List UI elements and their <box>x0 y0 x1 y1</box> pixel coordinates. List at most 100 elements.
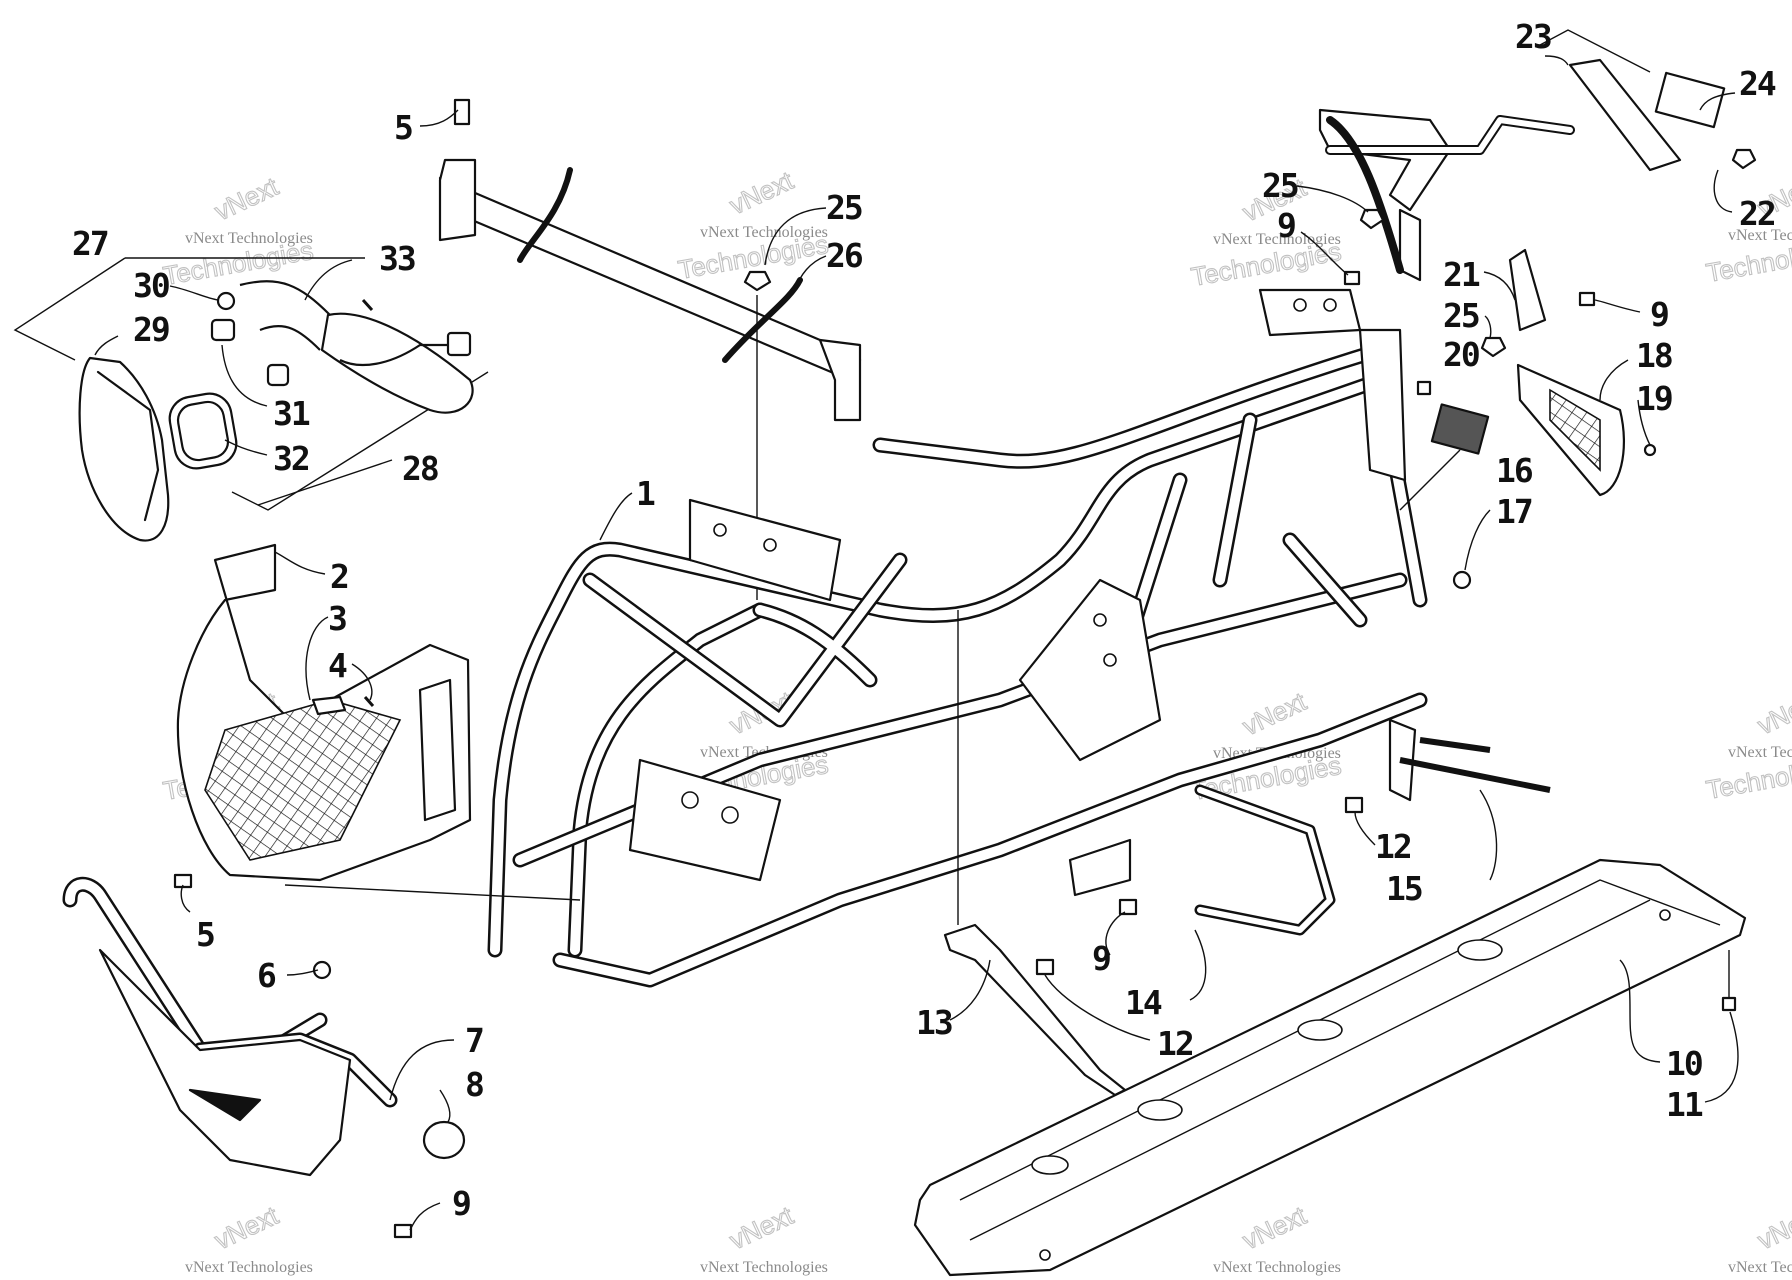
leader-26 <box>794 255 827 291</box>
skid-hole <box>1031 1155 1069 1175</box>
leader-32 <box>224 439 268 456</box>
leader-8 <box>439 1089 451 1123</box>
callout-1: 1 <box>636 474 655 513</box>
nut-25-top <box>743 270 772 292</box>
screw-19 <box>1643 443 1657 457</box>
skid-bolt-hole <box>1659 909 1671 921</box>
callout-33: 33 <box>379 239 415 278</box>
frame-rear-side-plate <box>1358 328 1407 482</box>
frame-hole <box>721 806 739 824</box>
watermark-logo: vNext <box>1753 685 1792 741</box>
mid-parts <box>943 718 1551 1097</box>
leader-12b <box>1044 974 1151 1041</box>
skid-plate <box>913 858 1747 1277</box>
clip-20 <box>1416 380 1432 396</box>
headlight-housing-edge <box>96 370 160 522</box>
callout-16: 16 <box>1496 451 1533 490</box>
callout-12b: 12 <box>1157 1024 1193 1063</box>
bulb-30 <box>216 291 236 311</box>
callout-25b: 25 <box>1262 166 1298 205</box>
clip-3 <box>311 695 347 716</box>
nut-6 <box>312 960 332 980</box>
headlight-assembly <box>13 257 489 542</box>
rack-top-rail <box>1318 108 1452 212</box>
bolt-9-mid <box>1118 898 1138 916</box>
bolt-12-mid <box>1344 796 1364 814</box>
callout-18: 18 <box>1636 336 1672 375</box>
frame-hole <box>713 523 727 537</box>
watermark-name: vNext Technologies <box>700 1259 828 1276</box>
leader-21 <box>1483 271 1516 301</box>
leader-17 <box>1464 509 1491 571</box>
callout-6: 6 <box>257 956 276 995</box>
callout-31: 31 <box>273 394 310 433</box>
leader-6 <box>286 969 319 976</box>
leader-29 <box>94 335 119 356</box>
socket-31a <box>210 318 236 342</box>
rack-plate-24 <box>1654 71 1726 129</box>
rack-right-leg <box>1508 248 1547 332</box>
callout-32: 32 <box>273 439 309 478</box>
leader-25b <box>1296 185 1369 213</box>
callout-29: 29 <box>133 310 169 349</box>
fastener-11 <box>1721 996 1737 1012</box>
watermark-logo: vNext <box>210 171 284 227</box>
leader-25c <box>1484 315 1492 339</box>
watermark-name: vNext Technologies <box>1728 744 1792 761</box>
watermark-logo: vNext <box>725 165 799 221</box>
leader-19 <box>1637 399 1651 446</box>
bumper-logo-mark <box>188 1088 262 1122</box>
watermark-logo: vNext <box>725 1200 799 1256</box>
callout-8: 8 <box>465 1065 483 1104</box>
watermark: vNext vNext Technologies <box>185 1199 313 1276</box>
callout-11: 11 <box>1666 1085 1703 1124</box>
leader-1 <box>599 492 633 541</box>
bolt-9-rack-left <box>1343 270 1361 286</box>
callout-27: 27 <box>72 224 108 263</box>
right-mount-bracket <box>818 338 862 422</box>
callout-15: 15 <box>1386 869 1422 908</box>
rods-15 <box>1399 737 1551 793</box>
leader-9c <box>1594 299 1641 313</box>
watermark-logo: vNext <box>1753 1200 1792 1256</box>
watermark-name: vNext Technologies <box>185 1259 313 1276</box>
callout-28: 28 <box>402 449 438 488</box>
watermark-name: vNext Technologies <box>1213 1259 1341 1276</box>
watermark-name: vNext Technologies <box>1213 231 1341 248</box>
callout-25c: 25 <box>1443 296 1479 335</box>
skid-plate-body <box>913 858 1747 1277</box>
frame-hole <box>1093 613 1107 627</box>
callout-21: 21 <box>1443 255 1480 294</box>
leader-4 <box>351 663 373 701</box>
callout-26: 26 <box>826 236 863 275</box>
rack-bracket-23 <box>1568 58 1682 172</box>
watermark-name: vNext Technologies <box>700 224 828 241</box>
callout-9c: 9 <box>1650 295 1668 334</box>
leader-31 <box>221 344 268 407</box>
watermark: vNext vNext Technologies <box>700 1199 828 1276</box>
frame-hole <box>1293 298 1307 312</box>
frame-front-lower-plate <box>628 758 782 882</box>
watermark-name: vNext Technologies <box>185 230 313 247</box>
front-skid-plate <box>173 543 472 889</box>
callout-5: 5 <box>394 108 412 147</box>
callout-19: 19 <box>1636 379 1672 418</box>
callout-20: 20 <box>1443 335 1479 374</box>
skid-plate-ridge-2 <box>969 899 1651 1241</box>
callout-3: 3 <box>328 599 346 638</box>
leader-33 <box>304 259 353 301</box>
bracket-28-line <box>231 371 489 511</box>
leader-7 <box>389 1039 455 1101</box>
headlight-gasket-inner <box>176 400 230 462</box>
headlight-bulb-holder <box>320 312 474 414</box>
leader-11 <box>1704 1011 1739 1103</box>
watermark: vNext vNext Technologies <box>1728 1199 1792 1276</box>
rack-left-leg <box>1398 208 1422 282</box>
leader-3 <box>305 616 329 701</box>
leader-22 <box>1713 169 1733 213</box>
callout-25: 25 <box>826 188 862 227</box>
watermark-logo: vNext <box>1238 686 1312 742</box>
skid-hole <box>1297 1019 1343 1041</box>
leader-12a <box>1354 811 1376 846</box>
